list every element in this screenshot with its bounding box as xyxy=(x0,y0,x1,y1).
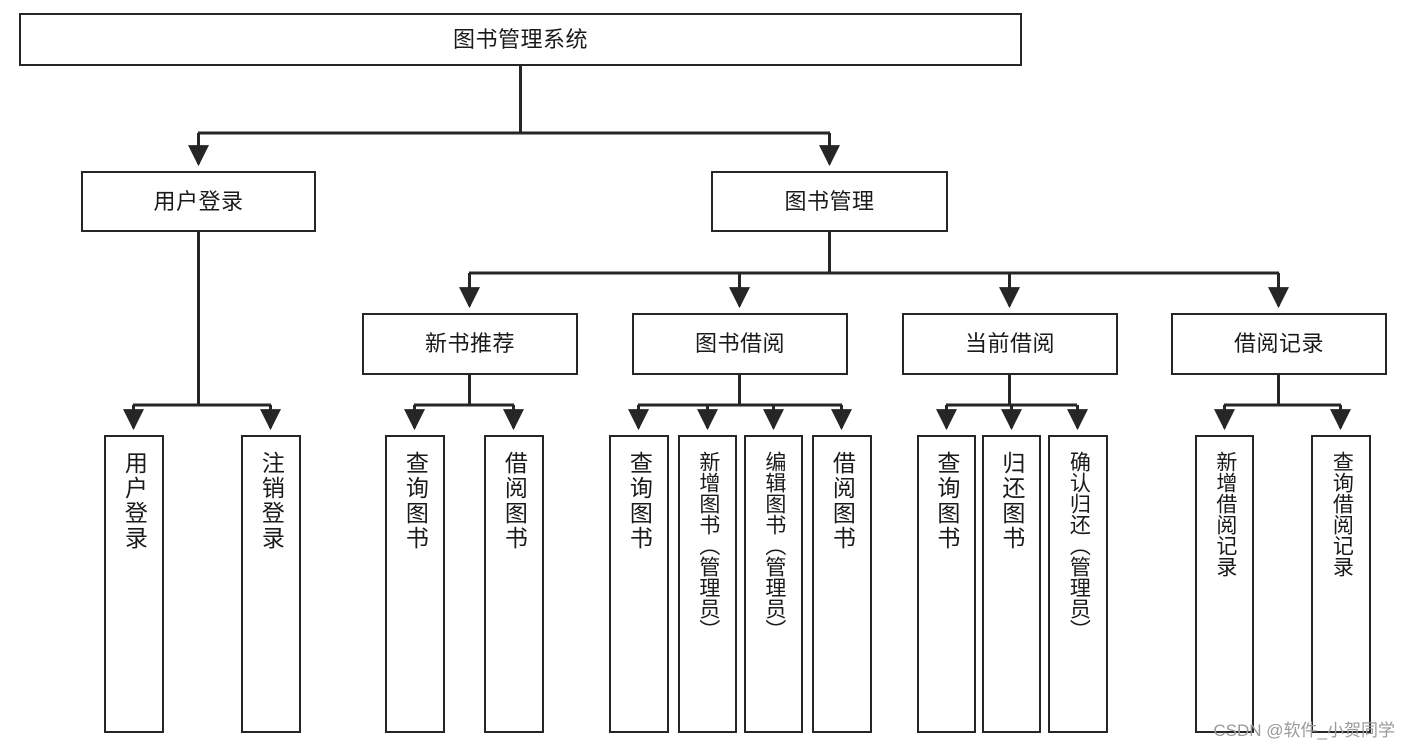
node-leaf-add-record-label: 新增借阅记录 xyxy=(1213,451,1237,577)
node-current-borrow[interactable]: 当前借阅 xyxy=(902,313,1118,375)
node-borrow-record-label: 借阅记录 xyxy=(1233,331,1324,357)
node-book-borrow-label: 图书借阅 xyxy=(694,331,785,357)
node-leaf-edit-book[interactable]: 编辑图书（管理员） xyxy=(744,435,803,733)
node-leaf-query-book-3-label: 查询图书 xyxy=(933,451,960,551)
node-leaf-confirm-return[interactable]: 确认归还（管理员） xyxy=(1048,435,1108,733)
node-leaf-user-login[interactable]: 用户登录 xyxy=(104,435,164,733)
node-book-manage[interactable]: 图书管理 xyxy=(711,171,948,232)
watermark-text: CSDN @软件_小贺同学 xyxy=(1213,721,1395,740)
node-leaf-query-book-2[interactable]: 查询图书 xyxy=(609,435,669,733)
node-leaf-query-book-1[interactable]: 查询图书 xyxy=(385,435,445,733)
node-leaf-query-record[interactable]: 查询借阅记录 xyxy=(1311,435,1371,733)
node-leaf-add-record[interactable]: 新增借阅记录 xyxy=(1195,435,1254,733)
node-leaf-edit-book-label: 编辑图书（管理员） xyxy=(762,451,786,640)
node-leaf-user-login-label: 用户登录 xyxy=(121,451,148,551)
node-user-login[interactable]: 用户登录 xyxy=(81,171,316,232)
node-leaf-add-book-label: 新增图书（管理员） xyxy=(696,451,720,640)
node-leaf-query-book-3[interactable]: 查询图书 xyxy=(917,435,976,733)
node-leaf-confirm-return-label: 确认归还（管理员） xyxy=(1067,451,1091,640)
node-new-book-recommend[interactable]: 新书推荐 xyxy=(362,313,578,375)
node-new-book-recommend-label: 新书推荐 xyxy=(424,331,515,357)
node-leaf-query-book-2-label: 查询图书 xyxy=(626,451,653,551)
node-book-manage-label: 图书管理 xyxy=(784,188,875,214)
node-leaf-borrow-book-1[interactable]: 借阅图书 xyxy=(484,435,544,733)
node-root-label: 图书管理系统 xyxy=(452,26,588,52)
node-leaf-logout-login-label: 注销登录 xyxy=(258,451,285,551)
node-leaf-logout-login[interactable]: 注销登录 xyxy=(241,435,301,733)
node-leaf-return-book[interactable]: 归还图书 xyxy=(982,435,1041,733)
node-leaf-borrow-book-2[interactable]: 借阅图书 xyxy=(812,435,872,733)
node-current-borrow-label: 当前借阅 xyxy=(964,331,1055,357)
node-root[interactable]: 图书管理系统 xyxy=(19,13,1022,66)
node-book-borrow[interactable]: 图书借阅 xyxy=(632,313,848,375)
node-borrow-record[interactable]: 借阅记录 xyxy=(1171,313,1387,375)
node-leaf-return-book-label: 归还图书 xyxy=(998,451,1025,551)
node-user-login-label: 用户登录 xyxy=(153,188,244,214)
node-leaf-borrow-book-1-label: 借阅图书 xyxy=(501,451,528,551)
node-leaf-query-record-label: 查询借阅记录 xyxy=(1330,451,1354,577)
node-leaf-borrow-book-2-label: 借阅图书 xyxy=(829,451,856,551)
node-leaf-query-book-1-label: 查询图书 xyxy=(402,451,429,551)
node-leaf-add-book[interactable]: 新增图书（管理员） xyxy=(678,435,737,733)
